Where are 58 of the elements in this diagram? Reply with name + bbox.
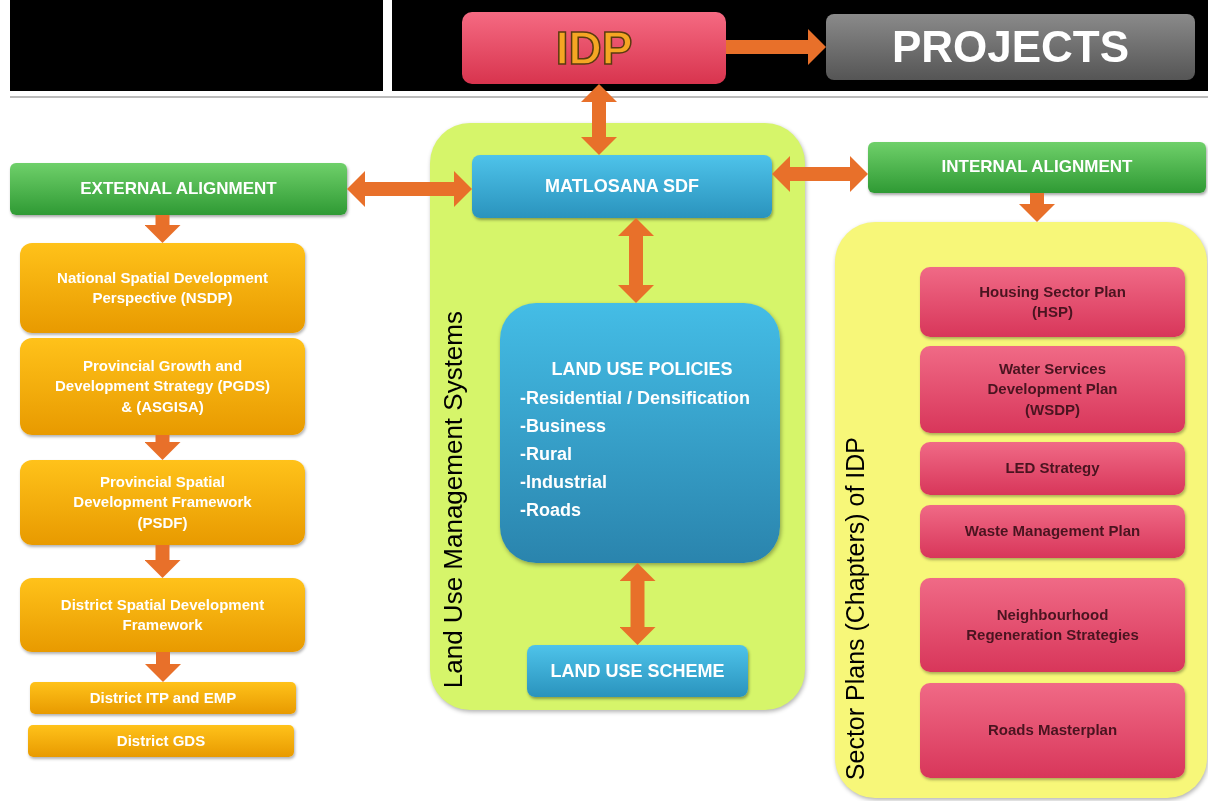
process-box [920,505,1185,558]
node-label: INTERNAL ALIGNMENT [941,156,1133,179]
node-label: MATLOSANA SDF [545,175,699,199]
block-arrow [1019,193,1055,222]
process-box [920,267,1185,337]
node-label: District GDS [116,730,206,751]
process-box [500,303,780,563]
block-arrow [772,156,868,192]
block-arrow [618,218,654,303]
process-box [20,338,305,435]
node-label: EXTERNAL ALIGNMENT [80,177,277,200]
node-label: Housing Sector Plan (HSP) [978,281,1127,322]
node-label: National Spatial Development Perspective (NSDP) [56,267,269,308]
block-arrow [145,652,181,682]
process-box [920,442,1185,495]
node-label: Provincial Growth and Development Strategy (PGDS) & (ASGISA) [54,356,271,417]
node-label: Roads Masterplan [987,720,1118,741]
process-box [28,725,294,757]
heading-bar [868,142,1206,193]
block-arrow [144,435,181,460]
block-arrow [144,215,181,243]
list-item: -Industrial [520,471,608,495]
title-box [826,14,1195,80]
process-box [920,346,1185,433]
group-panel [430,123,805,710]
node-label: LAND USE SCHEME [550,659,725,683]
block-arrow [619,563,656,645]
process-box [20,243,305,333]
list-item: -Business [520,415,608,439]
group-panel [835,222,1207,798]
process-box [472,155,772,218]
node-label: District Spatial Development Framework [59,594,266,635]
heading-bar [10,163,347,215]
vertical-title: Sector Plans (Chapters) of IDP [840,436,870,780]
process-box [920,683,1185,778]
node-label: Water Services Development Plan (WSDP) [986,359,1119,420]
process-box [527,645,748,697]
process-box [920,578,1185,672]
list-item: -Rural [520,443,573,467]
node-label: Neighbourhood Regeneration Strategies [965,604,1140,645]
node-label: Provincial Spatial Development Framework (PSDF) [72,472,253,533]
block-arrow [726,29,826,65]
process-box [30,682,296,714]
block-arrow [144,545,181,578]
list-item: -Residential / Densification [520,387,752,411]
process-box [20,578,305,652]
title-box [462,12,726,84]
node-label: LED Strategy [1005,458,1100,479]
process-box [20,460,305,545]
block-arrow [347,171,472,207]
list-item: -Roads [520,499,582,522]
node-label: District ITP and EMP [89,687,237,708]
block-arrow [581,84,617,155]
list-heading: LAND USE POLICIES [550,358,734,382]
node-label: PROJECTS [891,21,1130,74]
vertical-title: Land Use Management Systems [437,310,469,688]
node-label: Waste Management Plan [964,521,1141,542]
node-label: IDP [555,20,633,76]
